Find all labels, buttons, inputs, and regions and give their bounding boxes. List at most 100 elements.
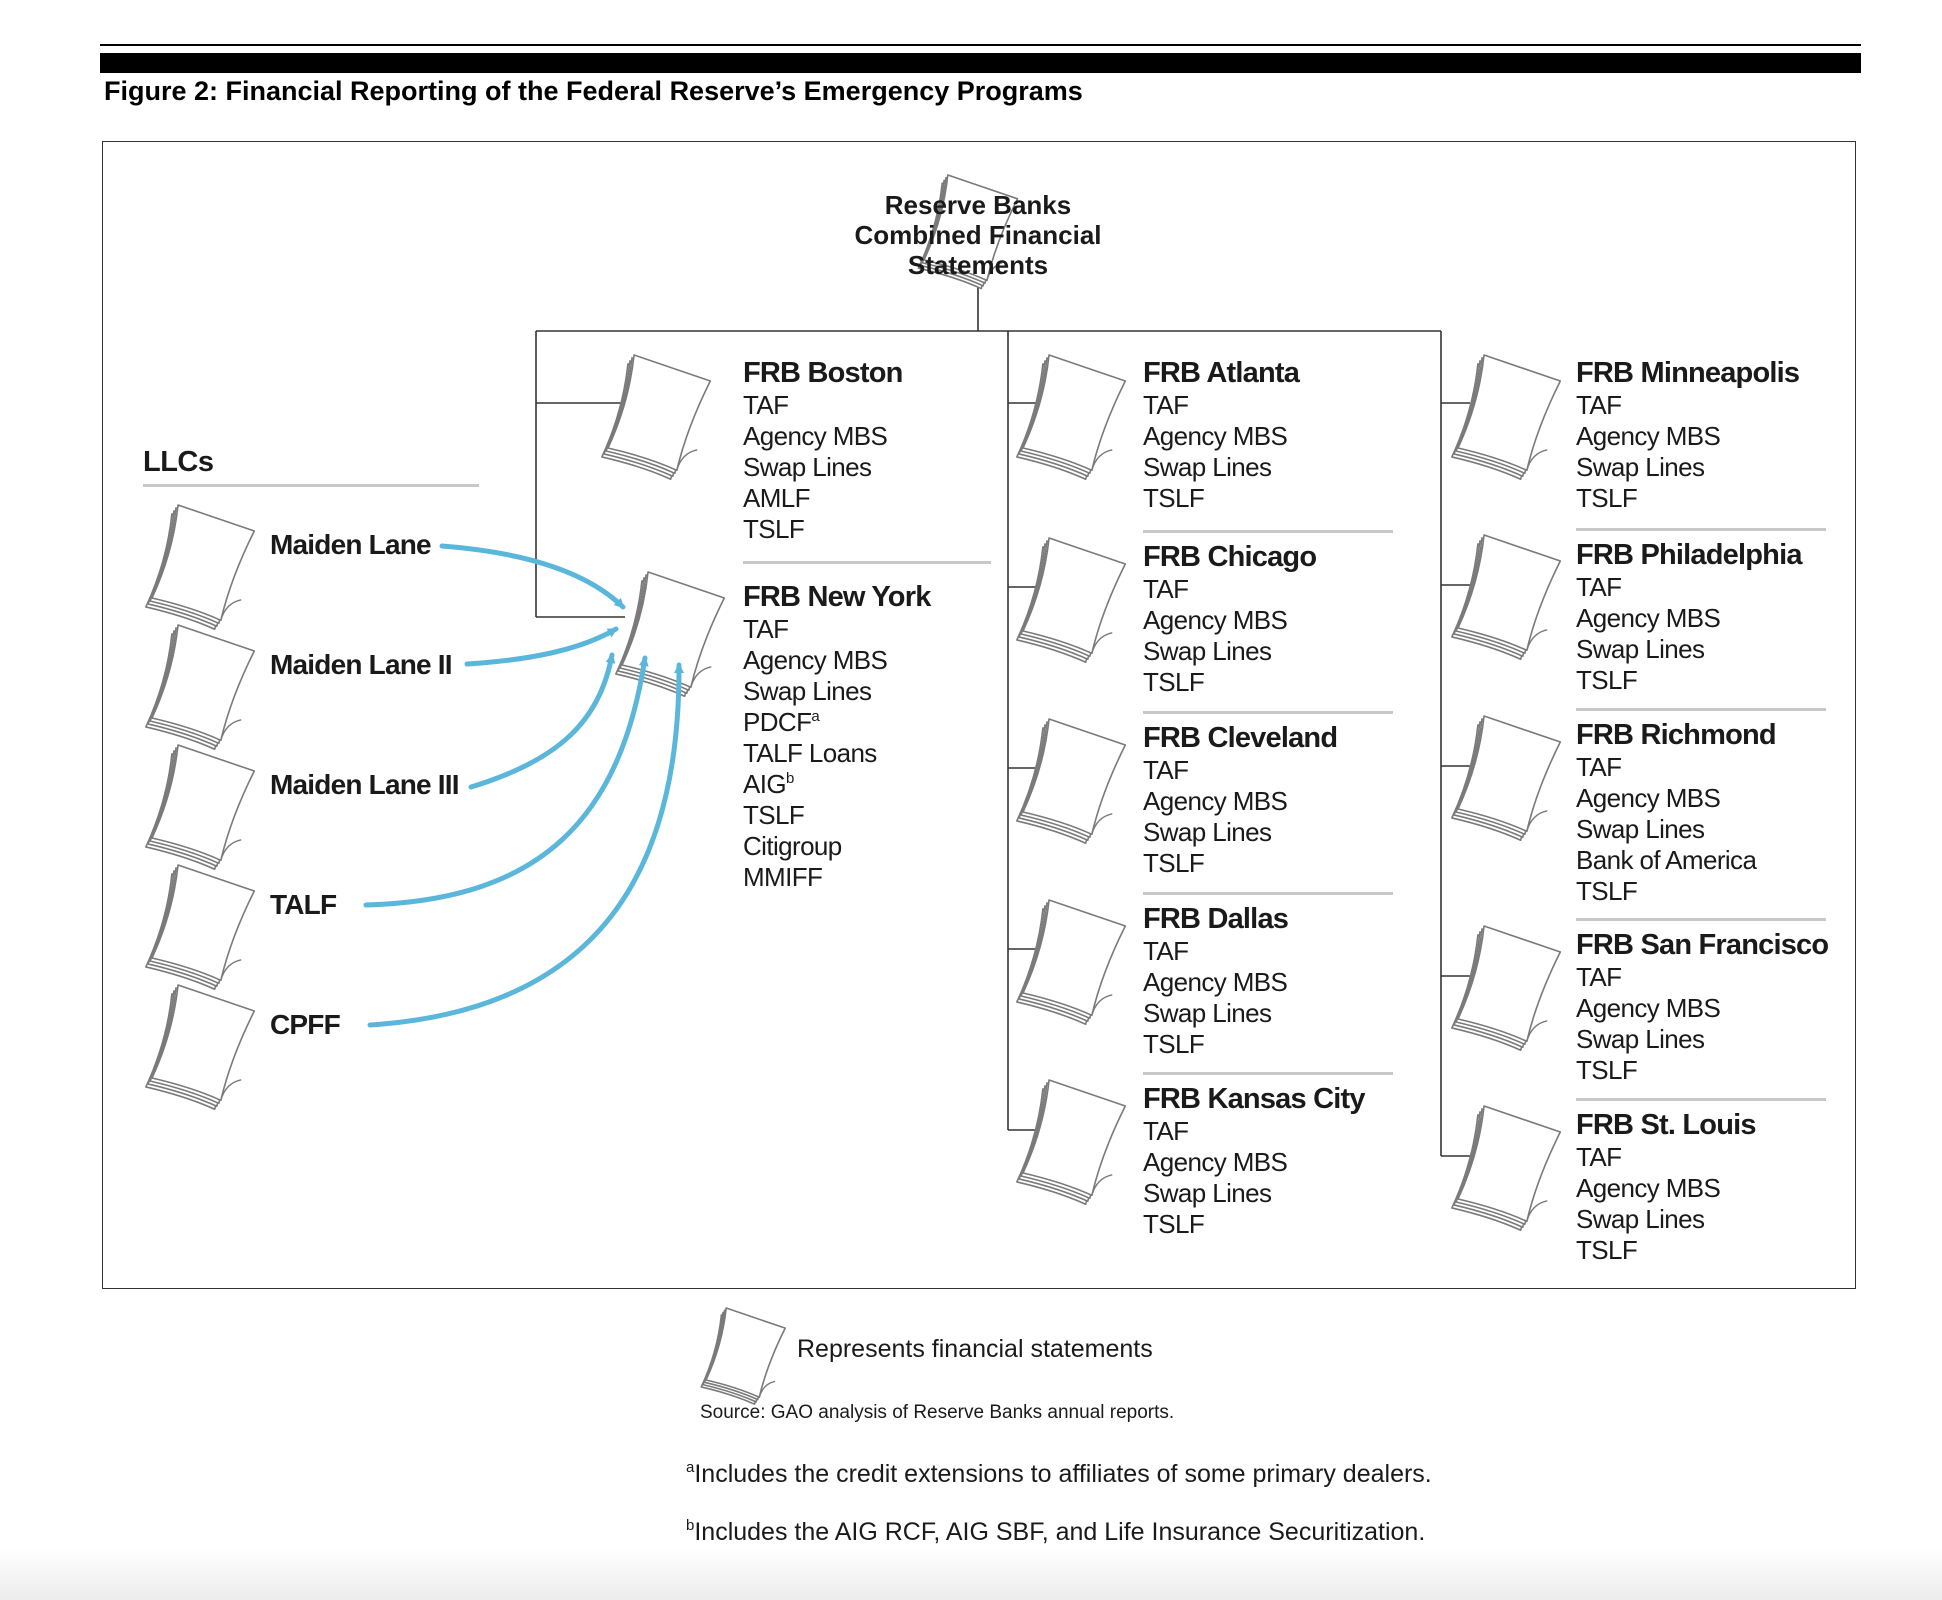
- bank-name: FRB Dallas: [1143, 903, 1289, 935]
- financial-statement-icon: [700, 1307, 786, 1405]
- program-name: Swap Lines: [1143, 998, 1272, 1028]
- llc-label: TALF: [270, 889, 337, 920]
- financial-statement-icon: [1016, 354, 1127, 481]
- bank-separator: [1143, 1072, 1393, 1075]
- program-item: TSLF: [1576, 483, 1799, 514]
- financial-statement-icon: [1016, 1079, 1127, 1206]
- program-item: Agency MBS: [1143, 786, 1337, 817]
- program-item: TAF: [743, 614, 931, 645]
- program-name: TSLF: [1143, 483, 1205, 513]
- program-name: TAF: [1576, 752, 1622, 782]
- program-item: Swap Lines: [1576, 1024, 1828, 1055]
- program-item: TAF: [1143, 574, 1316, 605]
- program-item: TSLF: [1143, 848, 1337, 879]
- program-name: Agency MBS: [1576, 783, 1721, 813]
- program-item: Swap Lines: [1143, 452, 1299, 483]
- program-name: Citigroup: [743, 831, 842, 861]
- root-title-line: Reserve Banks: [884, 190, 1072, 220]
- flow-arrow: [439, 543, 626, 610]
- program-item: Swap Lines: [1143, 998, 1288, 1029]
- bank-name: FRB Atlanta: [1143, 357, 1300, 389]
- bank-separator: [1143, 711, 1393, 714]
- program-item: Agency MBS: [1576, 993, 1828, 1024]
- llc-heading: LLCs: [143, 446, 214, 478]
- program-item: TAF: [1143, 1116, 1365, 1147]
- bank-name: FRB St. Louis: [1576, 1109, 1757, 1141]
- program-item: TAF: [1143, 390, 1299, 421]
- financial-statement-icon: [1451, 925, 1562, 1052]
- top-rule-thick: [100, 53, 1861, 73]
- program-name: TAF: [743, 614, 789, 644]
- flow-arrow: [363, 655, 649, 908]
- program-name: TAF: [1143, 936, 1189, 966]
- llc-label: Maiden Lane: [270, 529, 432, 560]
- program-item: Agency MBS: [1143, 967, 1288, 998]
- program-name: Agency MBS: [1143, 1147, 1288, 1177]
- program-name: TSLF: [743, 800, 805, 830]
- program-name: Swap Lines: [1576, 1024, 1705, 1054]
- bank-name: FRB Minneapolis: [1576, 357, 1800, 389]
- program-name: Swap Lines: [1576, 814, 1705, 844]
- program-item: TAF: [1143, 755, 1337, 786]
- financial-statement-icon: [1451, 715, 1562, 842]
- program-item: Agency MBS: [743, 645, 931, 676]
- bank-separator: [1576, 1098, 1826, 1101]
- program-name: Agency MBS: [1143, 967, 1288, 997]
- program-item: TAF: [1576, 1142, 1756, 1173]
- program-name: TSLF: [1576, 483, 1638, 513]
- flow-arrow: [367, 662, 685, 1028]
- bank-name: FRB Kansas City: [1143, 1083, 1365, 1115]
- program-item: Swap Lines: [1143, 636, 1316, 667]
- program-item: TAF: [1576, 752, 1776, 783]
- program-name: AMLF: [743, 483, 811, 513]
- footnote: aIncludes the credit extensions to affil…: [686, 1460, 1432, 1489]
- figure-title: Figure 2: Financial Reporting of the Fed…: [104, 76, 1083, 106]
- flow-arrow: [468, 652, 616, 790]
- program-name: AIG: [743, 769, 787, 799]
- bank-separator: [1143, 892, 1393, 895]
- llc-label: Maiden Lane III: [270, 769, 460, 800]
- program-name: Swap Lines: [743, 452, 872, 482]
- program-item: Swap Lines: [1576, 814, 1776, 845]
- program-name: Agency MBS: [1143, 605, 1288, 635]
- program-item: Swap Lines: [1143, 817, 1337, 848]
- program-name: Swap Lines: [1576, 452, 1705, 482]
- program-item: TAF: [1576, 962, 1828, 993]
- program-item: Agency MBS: [1576, 421, 1799, 452]
- program-name: TSLF: [1576, 1055, 1638, 1085]
- program-item: Swap Lines: [1576, 1204, 1756, 1235]
- program-item: Swap Lines: [1143, 1178, 1365, 1209]
- program-item: AMLF: [743, 483, 903, 514]
- program-name: Swap Lines: [1143, 817, 1272, 847]
- flow-arrows: [363, 543, 685, 1028]
- program-name: TALF Loans: [743, 738, 877, 768]
- bank-separator: [1576, 918, 1826, 921]
- financial-statement-icon: [1016, 899, 1127, 1026]
- program-name: TAF: [743, 390, 789, 420]
- program-name: Bank of America: [1576, 845, 1757, 875]
- bank-separator: [1576, 708, 1826, 711]
- bank-separator: [743, 561, 991, 564]
- program-name: MMIFF: [743, 862, 823, 892]
- program-name: TSLF: [1143, 1029, 1205, 1059]
- program-name: TAF: [1143, 755, 1189, 785]
- program-name: Swap Lines: [743, 676, 872, 706]
- program-name: TSLF: [743, 514, 805, 544]
- program-item: Swap Lines: [1576, 634, 1802, 665]
- program-item: Bank of America: [1576, 845, 1776, 876]
- flow-arrow: [464, 626, 619, 667]
- program-name: TSLF: [1576, 665, 1638, 695]
- financial-statement-icon: [145, 744, 256, 871]
- program-name: Swap Lines: [1576, 634, 1705, 664]
